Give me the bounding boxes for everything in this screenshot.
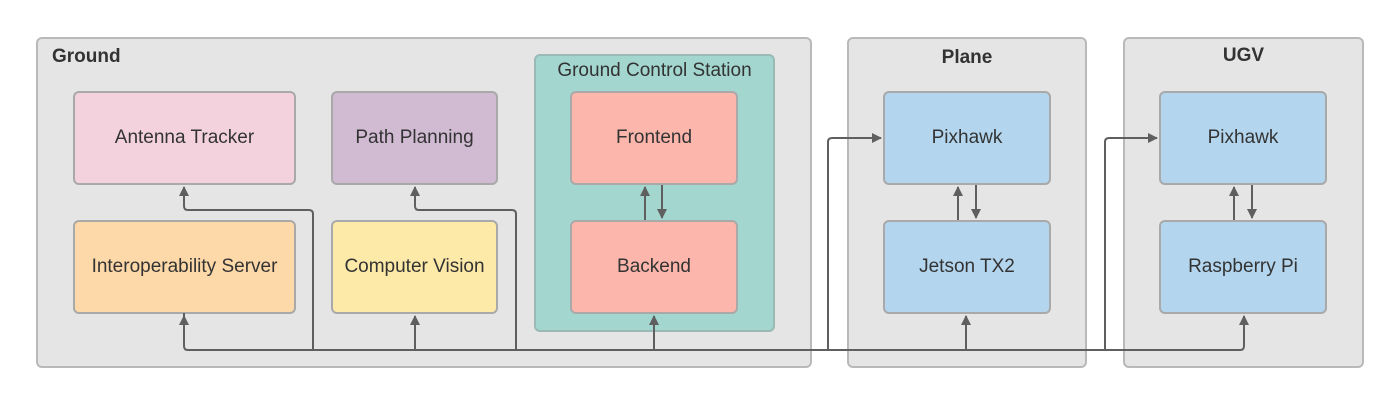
- arrow-to-plane-pixhawk: [827, 133, 882, 350]
- group-ground-title: Ground: [52, 46, 121, 67]
- node-label: Antenna Tracker: [114, 127, 255, 148]
- gcs-title: Ground Control Station: [557, 60, 752, 81]
- node-antenna-tracker[interactable]: Antenna Tracker: [73, 91, 296, 185]
- node-label: Frontend: [615, 127, 693, 148]
- node-label: Interoperability Server: [91, 256, 278, 277]
- node-ugv-pixhawk[interactable]: Pixhawk: [1159, 91, 1327, 185]
- node-label: Jetson TX2: [919, 256, 1015, 277]
- node-label: Pixhawk: [931, 127, 1003, 148]
- node-label: Pixhawk: [1207, 127, 1279, 148]
- arrow-to-path-planning: [410, 186, 517, 350]
- node-plane-pixhawk[interactable]: Pixhawk: [883, 91, 1051, 185]
- node-label: Computer Vision: [344, 256, 485, 277]
- node-computer-vision[interactable]: Computer Vision: [331, 220, 498, 314]
- group-plane-title: Plane: [941, 47, 993, 68]
- node-label: Backend: [617, 256, 691, 277]
- node-frontend[interactable]: Frontend: [570, 91, 738, 185]
- arrow-to-ugv-pixhawk: [1104, 133, 1158, 350]
- arrow-to-antenna-tracker: [179, 186, 314, 350]
- group-ugv-title: UGV: [1222, 45, 1265, 66]
- node-interoperability-server[interactable]: Interoperability Server: [73, 220, 296, 314]
- node-raspberry-pi[interactable]: Raspberry Pi: [1159, 220, 1327, 314]
- node-label: Path Planning: [355, 127, 474, 148]
- node-backend[interactable]: Backend: [570, 220, 738, 314]
- node-jetson-tx2[interactable]: Jetson TX2: [883, 220, 1051, 314]
- node-label: Raspberry Pi: [1188, 256, 1298, 277]
- bus-line: [183, 313, 1249, 351]
- node-path-planning[interactable]: Path Planning: [331, 91, 498, 185]
